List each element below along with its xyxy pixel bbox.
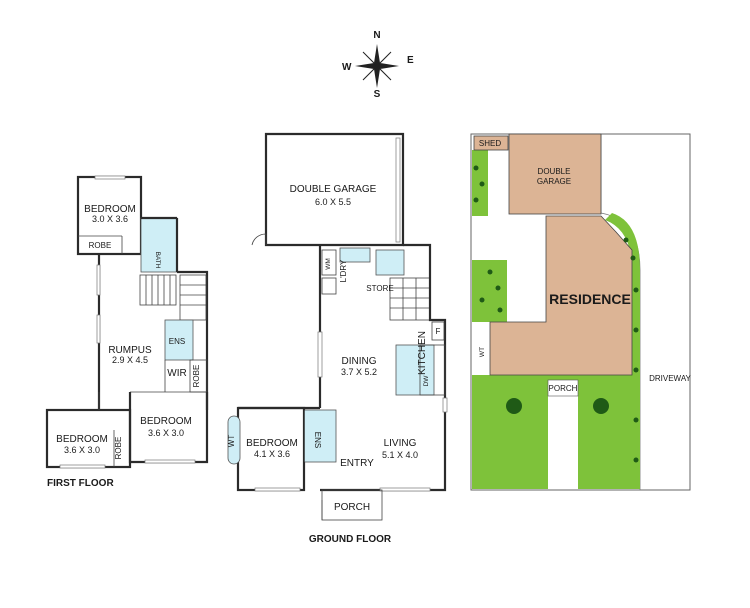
compass-w: W [342, 62, 352, 73]
gf-living-name: LIVING [384, 438, 417, 449]
ground-floor-plan: DOUBLE GARAGE 6.0 X 5.5 WM L'DRY STORE K… [227, 132, 448, 545]
ff-bedroom-mid-name: BEDROOM [140, 416, 192, 427]
gf-ens: ENS [313, 432, 322, 448]
site-porch: PORCH [549, 384, 578, 393]
compass-s: S [374, 89, 381, 100]
ff-bedroom-top-name: BEDROOM [84, 204, 136, 215]
site-plan: SHED DOUBLE GARAGE RESIDENCE WT PORCH DR… [470, 133, 692, 491]
gf-dw: DW [423, 375, 430, 387]
site-shed: SHED [479, 139, 501, 148]
site-garage-line2: GARAGE [537, 177, 571, 186]
site-residence: RESIDENCE [549, 291, 631, 307]
compass-n: N [373, 30, 380, 41]
ff-wir: WIR [167, 368, 186, 379]
ff-robe-top: ROBE [89, 241, 112, 250]
gf-living-dim: 5.1 X 4.0 [382, 450, 418, 460]
ff-robe-right: ROBE [192, 365, 201, 388]
site-garage-line1: DOUBLE [538, 167, 571, 176]
gf-bedroom-name: BEDROOM [246, 438, 298, 449]
ground-floor-title: GROUND FLOOR [309, 534, 392, 545]
gf-dining-name: DINING [342, 356, 377, 367]
gf-wm: WM [325, 258, 332, 270]
first-floor-title: FIRST FLOOR [47, 478, 114, 489]
gf-ldry: L'DRY [339, 259, 348, 282]
gf-store: STORE [366, 284, 393, 293]
gf-wt: WT [227, 435, 236, 448]
site-driveway: DRIVEWAY [649, 374, 691, 383]
first-floor-plan: BEDROOM 3.0 X 3.6 ROBE BATH RUMPUS 2.9 X… [45, 175, 209, 489]
ff-rumpus-name: RUMPUS [108, 345, 152, 356]
ff-robe-left: ROBE [114, 437, 123, 460]
gf-garage-name: DOUBLE GARAGE [290, 184, 377, 195]
ff-bedroom-mid-dim: 3.6 X 3.0 [148, 428, 184, 438]
ff-ens: ENS [169, 337, 185, 346]
gf-entry: ENTRY [340, 458, 374, 469]
gf-kitchen: KITCHEN [417, 331, 428, 375]
site-wt: WT [479, 347, 486, 357]
gf-bedroom-dim: 4.1 X 3.6 [254, 449, 290, 459]
gf-garage-dim: 6.0 X 5.5 [315, 197, 351, 207]
gf-porch: PORCH [334, 502, 370, 513]
compass-e: E [407, 55, 414, 66]
ff-bath: BATH [154, 252, 161, 269]
ff-bedroom-top-dim: 3.0 X 3.6 [92, 214, 128, 224]
gf-f: F [436, 327, 441, 336]
ff-rumpus-dim: 2.9 X 4.5 [112, 355, 148, 365]
gf-dining-dim: 3.7 X 5.2 [341, 367, 377, 377]
ff-bedroom-left-dim: 3.6 X 3.0 [64, 445, 100, 455]
ff-bedroom-left-name: BEDROOM [56, 434, 108, 445]
compass-rose: N S E W [342, 30, 414, 100]
